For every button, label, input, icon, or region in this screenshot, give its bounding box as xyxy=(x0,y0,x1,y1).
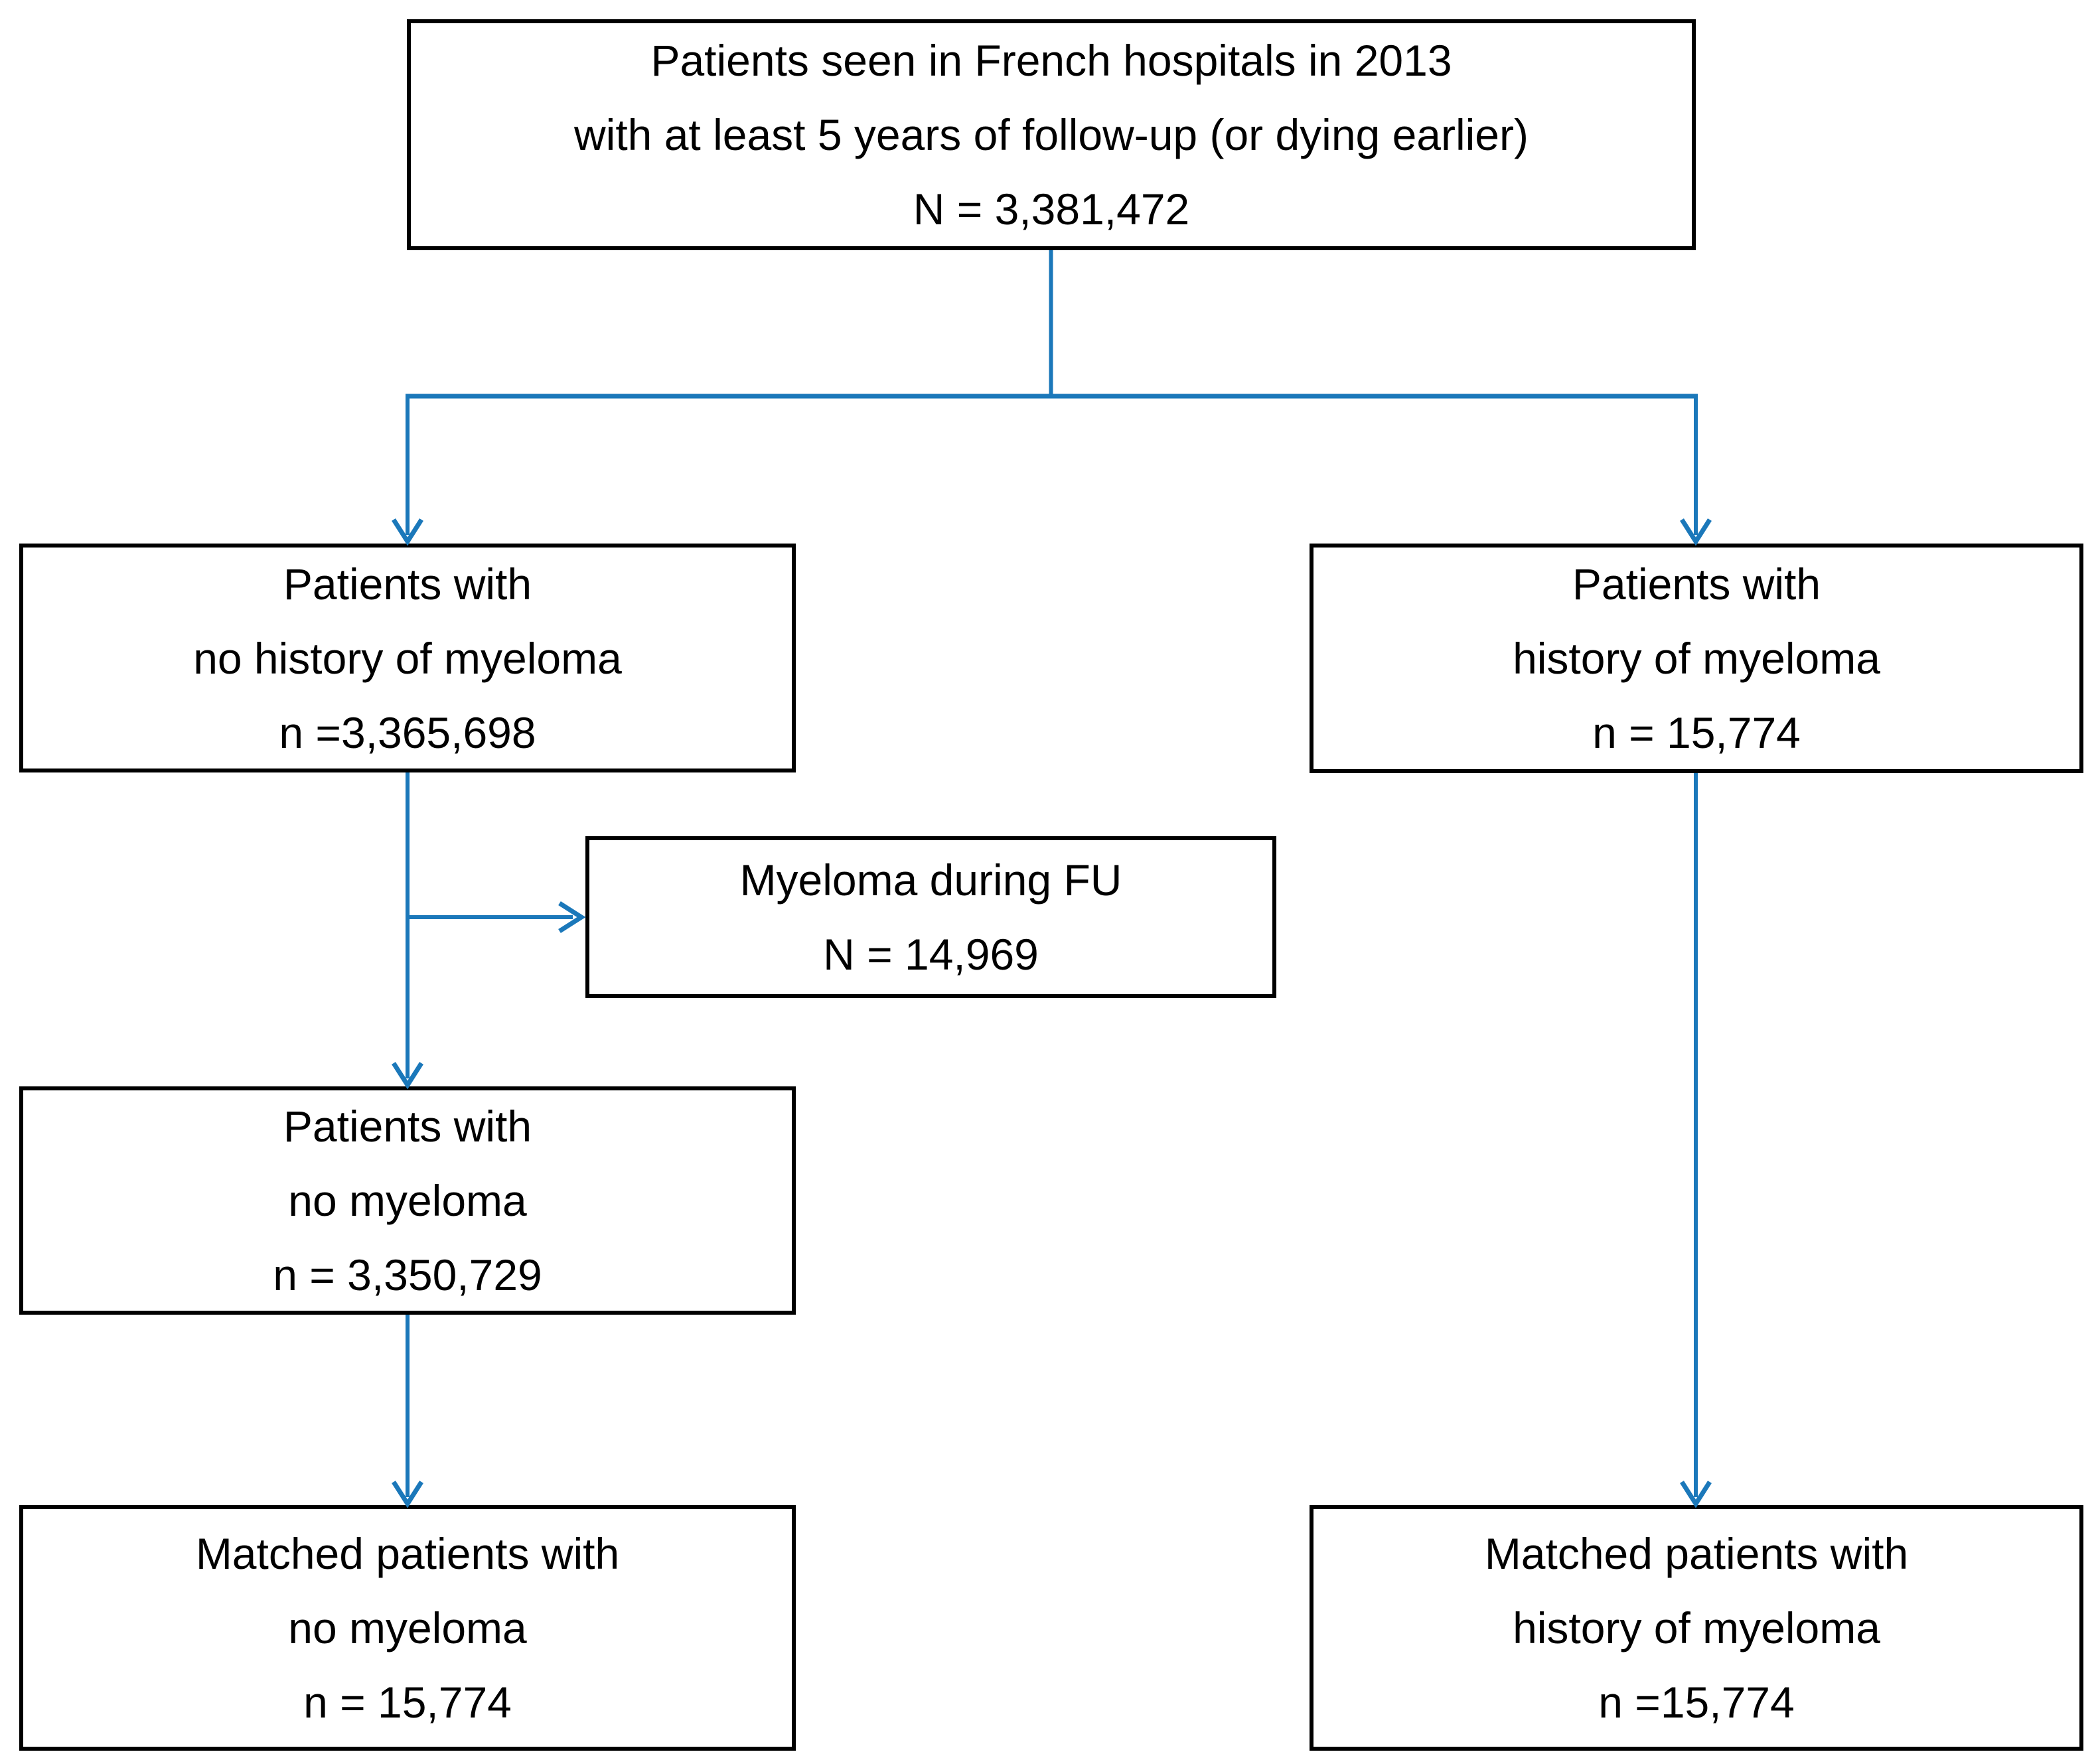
arrowhead-down-icon xyxy=(392,1062,423,1090)
arrowhead-down-icon xyxy=(392,518,423,546)
node-line: no myeloma xyxy=(288,1603,527,1652)
node-line: Patients with xyxy=(1572,559,1821,609)
node-line: N = 14,969 xyxy=(823,930,1039,979)
node-line: n = 3,350,729 xyxy=(273,1250,542,1299)
node-line: Patients with xyxy=(283,559,532,609)
node-line: n =15,774 xyxy=(1598,1678,1795,1727)
node-line: Matched patients with xyxy=(195,1529,620,1578)
node-line: Myeloma during FU xyxy=(739,855,1122,905)
node-matched-no-myeloma: Matched patients with no myeloma n = 15,… xyxy=(19,1505,796,1751)
node-line: Matched patients with xyxy=(1484,1529,1909,1578)
node-line: Patients seen in French hospitals in 201… xyxy=(650,36,1452,85)
node-line: Patients with xyxy=(283,1102,532,1151)
node-line: history of myeloma xyxy=(1513,1603,1880,1652)
node-line: history of myeloma xyxy=(1513,634,1880,683)
node-source-population: Patients seen in French hospitals in 201… xyxy=(407,19,1696,250)
arrowhead-down-icon xyxy=(392,1481,423,1508)
node-no-myeloma: Patients with no myeloma n = 3,350,729 xyxy=(19,1086,796,1315)
node-line: n = 15,774 xyxy=(303,1678,512,1727)
node-line: N = 3,381,472 xyxy=(913,184,1190,234)
node-line: n = 15,774 xyxy=(1592,708,1801,757)
arrowhead-down-icon xyxy=(1680,1481,1712,1508)
node-matched-history-of-myeloma: Matched patients with history of myeloma… xyxy=(1310,1505,2083,1751)
node-no-history-of-myeloma: Patients with no history of myeloma n =3… xyxy=(19,544,796,772)
arrowhead-down-icon xyxy=(1680,518,1712,546)
arrowhead-right-icon xyxy=(558,901,586,933)
node-line: no history of myeloma xyxy=(193,633,622,683)
node-line: n =3,365,698 xyxy=(279,707,536,757)
node-line: with at least 5 years of follow-up (or d… xyxy=(574,110,1529,159)
node-history-of-myeloma: Patients with history of myeloma n = 15,… xyxy=(1310,544,2083,773)
node-line: no myeloma xyxy=(288,1176,527,1225)
node-myeloma-during-fu: Myeloma during FU N = 14,969 xyxy=(585,836,1276,998)
